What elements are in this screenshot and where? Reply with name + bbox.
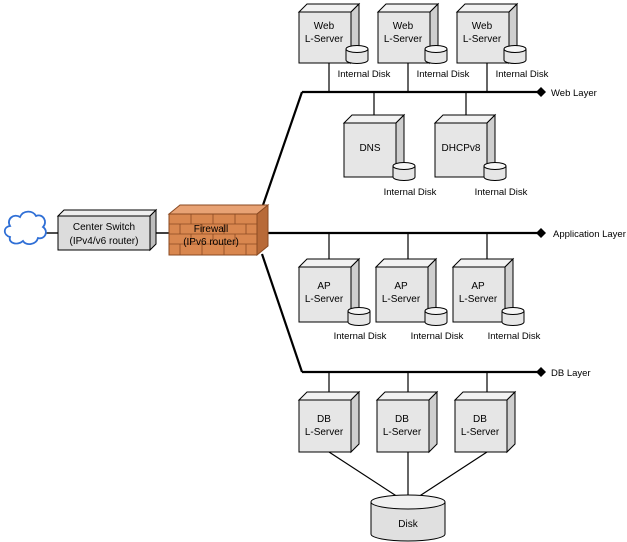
ap-l-server-label-line1: AP <box>317 281 331 292</box>
ap-l-server-label-line2: L-Server <box>382 294 421 305</box>
internal-disk-label: Internal Disk <box>417 69 470 80</box>
ap-l-server-label-line1: AP <box>471 281 485 292</box>
db-l-server-label-line2: L-Server <box>305 427 344 438</box>
internal-disk-icon <box>501 307 525 326</box>
application-layer-diamond-icon <box>536 228 546 238</box>
db-layer-diamond-icon <box>536 367 546 377</box>
shared-disk: Disk <box>370 494 446 542</box>
db-layer-marker: DB Layer <box>536 367 591 379</box>
firewall: Firewall (IPv6 router) <box>167 203 270 257</box>
center-switch: Center Switch (IPv4/v6 router) <box>56 208 158 252</box>
dhcp-server-box <box>433 113 497 179</box>
center-switch-label-line1: Center Switch <box>73 222 135 233</box>
internet-cloud-icon <box>3 210 47 245</box>
web-layer-label: Web Layer <box>551 88 597 99</box>
db-l-server-box <box>297 390 361 454</box>
internal-disk-icon <box>347 307 371 326</box>
web-l-server-label-line2: L-Server <box>463 34 502 45</box>
application-layer-marker: Application Layer <box>536 228 626 240</box>
ap-l-server-label-line2: L-Server <box>305 294 344 305</box>
web-l-server-label-line1: Web <box>393 21 414 32</box>
web-layer-diamond-icon <box>536 87 546 97</box>
db-l-server: DB L-Server <box>453 390 517 454</box>
db-l-server-label-line2: L-Server <box>383 427 422 438</box>
web-l-server-label-line1: Web <box>314 21 335 32</box>
internal-disk-icon <box>424 45 448 64</box>
application-layer-label: Application Layer <box>553 229 626 240</box>
db-l-server-label-line1: DB <box>473 414 487 425</box>
db-server-group: DB L-Server DB L-Server DB L-Server <box>297 390 517 454</box>
internal-disk-label: Internal Disk <box>384 187 437 198</box>
internal-disk-icon <box>483 162 507 181</box>
internal-disk-label: Internal Disk <box>334 331 387 342</box>
dhcp-label: DHCPv8 <box>442 143 481 154</box>
internal-disk-label: Internal Disk <box>411 331 464 342</box>
shared-disk-icon <box>370 502 446 542</box>
internal-disk-label: Internal Disk <box>488 331 541 342</box>
internal-disk-label: Internal Disk <box>338 69 391 80</box>
dns-label: DNS <box>359 143 380 154</box>
web-l-server-label-line2: L-Server <box>384 34 423 45</box>
web-l-server-label-line1: Web <box>472 21 493 32</box>
web-layer-marker: Web Layer <box>536 87 597 99</box>
internal-disk-label: Internal Disk <box>475 187 528 198</box>
internal-disk-icon <box>392 162 416 181</box>
web-l-server-label-line2: L-Server <box>305 34 344 45</box>
shared-disk-label: Disk <box>398 519 418 530</box>
dns-server: DNS Internal Disk <box>342 113 437 198</box>
db-l-server: DB L-Server <box>297 390 361 454</box>
db-l-server: DB L-Server <box>375 390 439 454</box>
db-l-server-box <box>375 390 439 454</box>
db-l-server-box <box>453 390 517 454</box>
db-l-server-label-line1: DB <box>317 414 331 425</box>
db-layer-label: DB Layer <box>551 368 591 379</box>
dns-server-box <box>342 113 406 179</box>
ap-l-server-label-line1: AP <box>394 281 408 292</box>
center-switch-label-line2: (IPv4/v6 router) <box>70 236 139 247</box>
internal-disk-icon <box>503 45 527 64</box>
internal-disk-label: Internal Disk <box>496 69 549 80</box>
ap-l-server-box <box>374 257 438 324</box>
internal-disk-icon <box>345 45 369 64</box>
connection-lines <box>44 63 538 498</box>
firewall-label-line2: (IPv6 router) <box>183 237 239 248</box>
firewall-label-line1: Firewall <box>194 224 228 235</box>
db-l-server-label-line1: DB <box>395 414 409 425</box>
ap-l-server-box <box>297 257 361 324</box>
internal-disk-icon <box>424 307 448 326</box>
db-l-server-label-line2: L-Server <box>461 427 500 438</box>
ap-l-server-label-line2: L-Server <box>459 294 498 305</box>
